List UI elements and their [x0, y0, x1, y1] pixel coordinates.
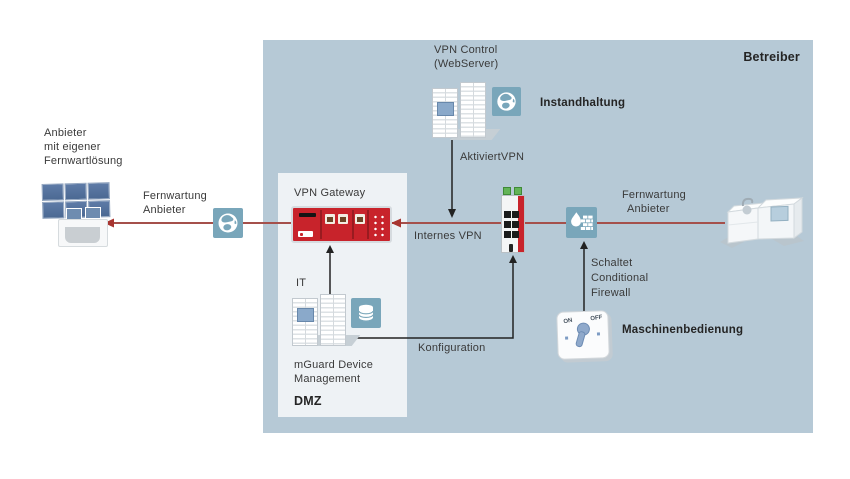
ethernet-port-icon	[355, 214, 365, 224]
aktiviert-vpn-label: AktiviertVPN	[460, 151, 525, 163]
label-line: Fernwartung	[143, 190, 207, 202]
label-line: (WebServer)	[434, 58, 499, 70]
desk-front	[65, 227, 100, 243]
firewall-action-label: Schaltet Conditional Firewall	[591, 256, 648, 301]
mdm-label: mGuard Device Management	[294, 358, 373, 386]
mguard-logo	[298, 231, 313, 237]
gateway-separator	[352, 210, 354, 239]
provider-title-line: Fernwartlösung	[44, 155, 123, 167]
webserver-globe-icon	[492, 87, 521, 116]
gateway-led-grid	[371, 213, 386, 237]
conditional-firewall-icon	[566, 207, 597, 238]
switch-port	[504, 221, 511, 228]
machine-icon	[714, 190, 806, 250]
switch-port	[504, 231, 511, 238]
gateway-slot	[299, 213, 316, 217]
switch-slot	[509, 244, 513, 252]
ethernet-port-icon	[338, 214, 348, 224]
dmz-label: DMZ	[294, 394, 322, 408]
operator-desk-icon	[58, 207, 108, 247]
label-line: Conditional	[591, 272, 649, 284]
gateway-separator	[367, 210, 369, 239]
switch-port	[512, 221, 519, 228]
switch-port	[512, 211, 519, 218]
vpn-gateway-label: VPN Gateway	[294, 187, 366, 199]
monitor-panel	[64, 182, 87, 201]
switch-dot	[596, 332, 601, 336]
maschinenbedienung-label: Maschinenbedienung	[622, 324, 744, 336]
switch-dot	[565, 336, 569, 340]
label-line: Management	[294, 373, 361, 385]
konfiguration-label: Konfiguration	[418, 342, 486, 354]
monitor-panel	[41, 183, 64, 201]
label-line: Anbieter	[627, 203, 670, 215]
internal-vpn-label: Internes VPN	[414, 230, 482, 242]
label-line: Firewall	[591, 287, 631, 299]
gateway-separator	[320, 210, 322, 239]
server-tower	[292, 298, 318, 346]
on-off-switch-icon: ON OFF	[556, 310, 610, 360]
switch-port	[512, 231, 519, 238]
internet-globe-icon	[213, 208, 243, 238]
provider-title-line: mit eigener	[44, 141, 101, 153]
server-screen	[437, 102, 454, 116]
vpn-control-server-icon	[432, 82, 501, 140]
monitor-panel	[42, 201, 65, 219]
provider-connection-label: Fernwartung Anbieter	[143, 189, 207, 217]
label-line: Schaltet	[591, 257, 633, 269]
switch-red-stripe	[518, 196, 524, 252]
provider-title: Anbieter mit eigener Fernwartlösung	[44, 126, 123, 168]
server-tower	[460, 82, 486, 138]
instandhaltung-label: Instandhaltung	[540, 97, 626, 109]
label-line: Fernwartung	[622, 189, 686, 201]
label-line: mGuard Device	[294, 359, 374, 371]
vpn-control-title: VPN Control (WebServer)	[434, 43, 498, 71]
key-switch-icon	[575, 322, 590, 348]
machine-connection-label: Fernwartung Anbieter	[622, 188, 686, 216]
server-tower	[320, 294, 346, 346]
server-screen	[297, 308, 314, 322]
switch-terminal	[503, 187, 511, 195]
monitor-panel	[87, 182, 110, 200]
switch-port	[504, 211, 511, 218]
it-label: IT	[296, 277, 307, 289]
provider-title-line: Anbieter	[44, 127, 87, 139]
operator-region-label: Betreiber	[743, 50, 800, 64]
desk-monitor-icon	[85, 207, 101, 219]
it-server-icon	[292, 294, 361, 348]
industrial-switch-icon	[501, 187, 525, 253]
label-line: Anbieter	[143, 204, 186, 216]
ethernet-port-icon	[325, 214, 335, 224]
vpn-gateway-device	[291, 206, 392, 243]
label-line: VPN Control	[434, 44, 498, 56]
database-icon	[351, 298, 381, 328]
switch-terminal	[514, 187, 522, 195]
